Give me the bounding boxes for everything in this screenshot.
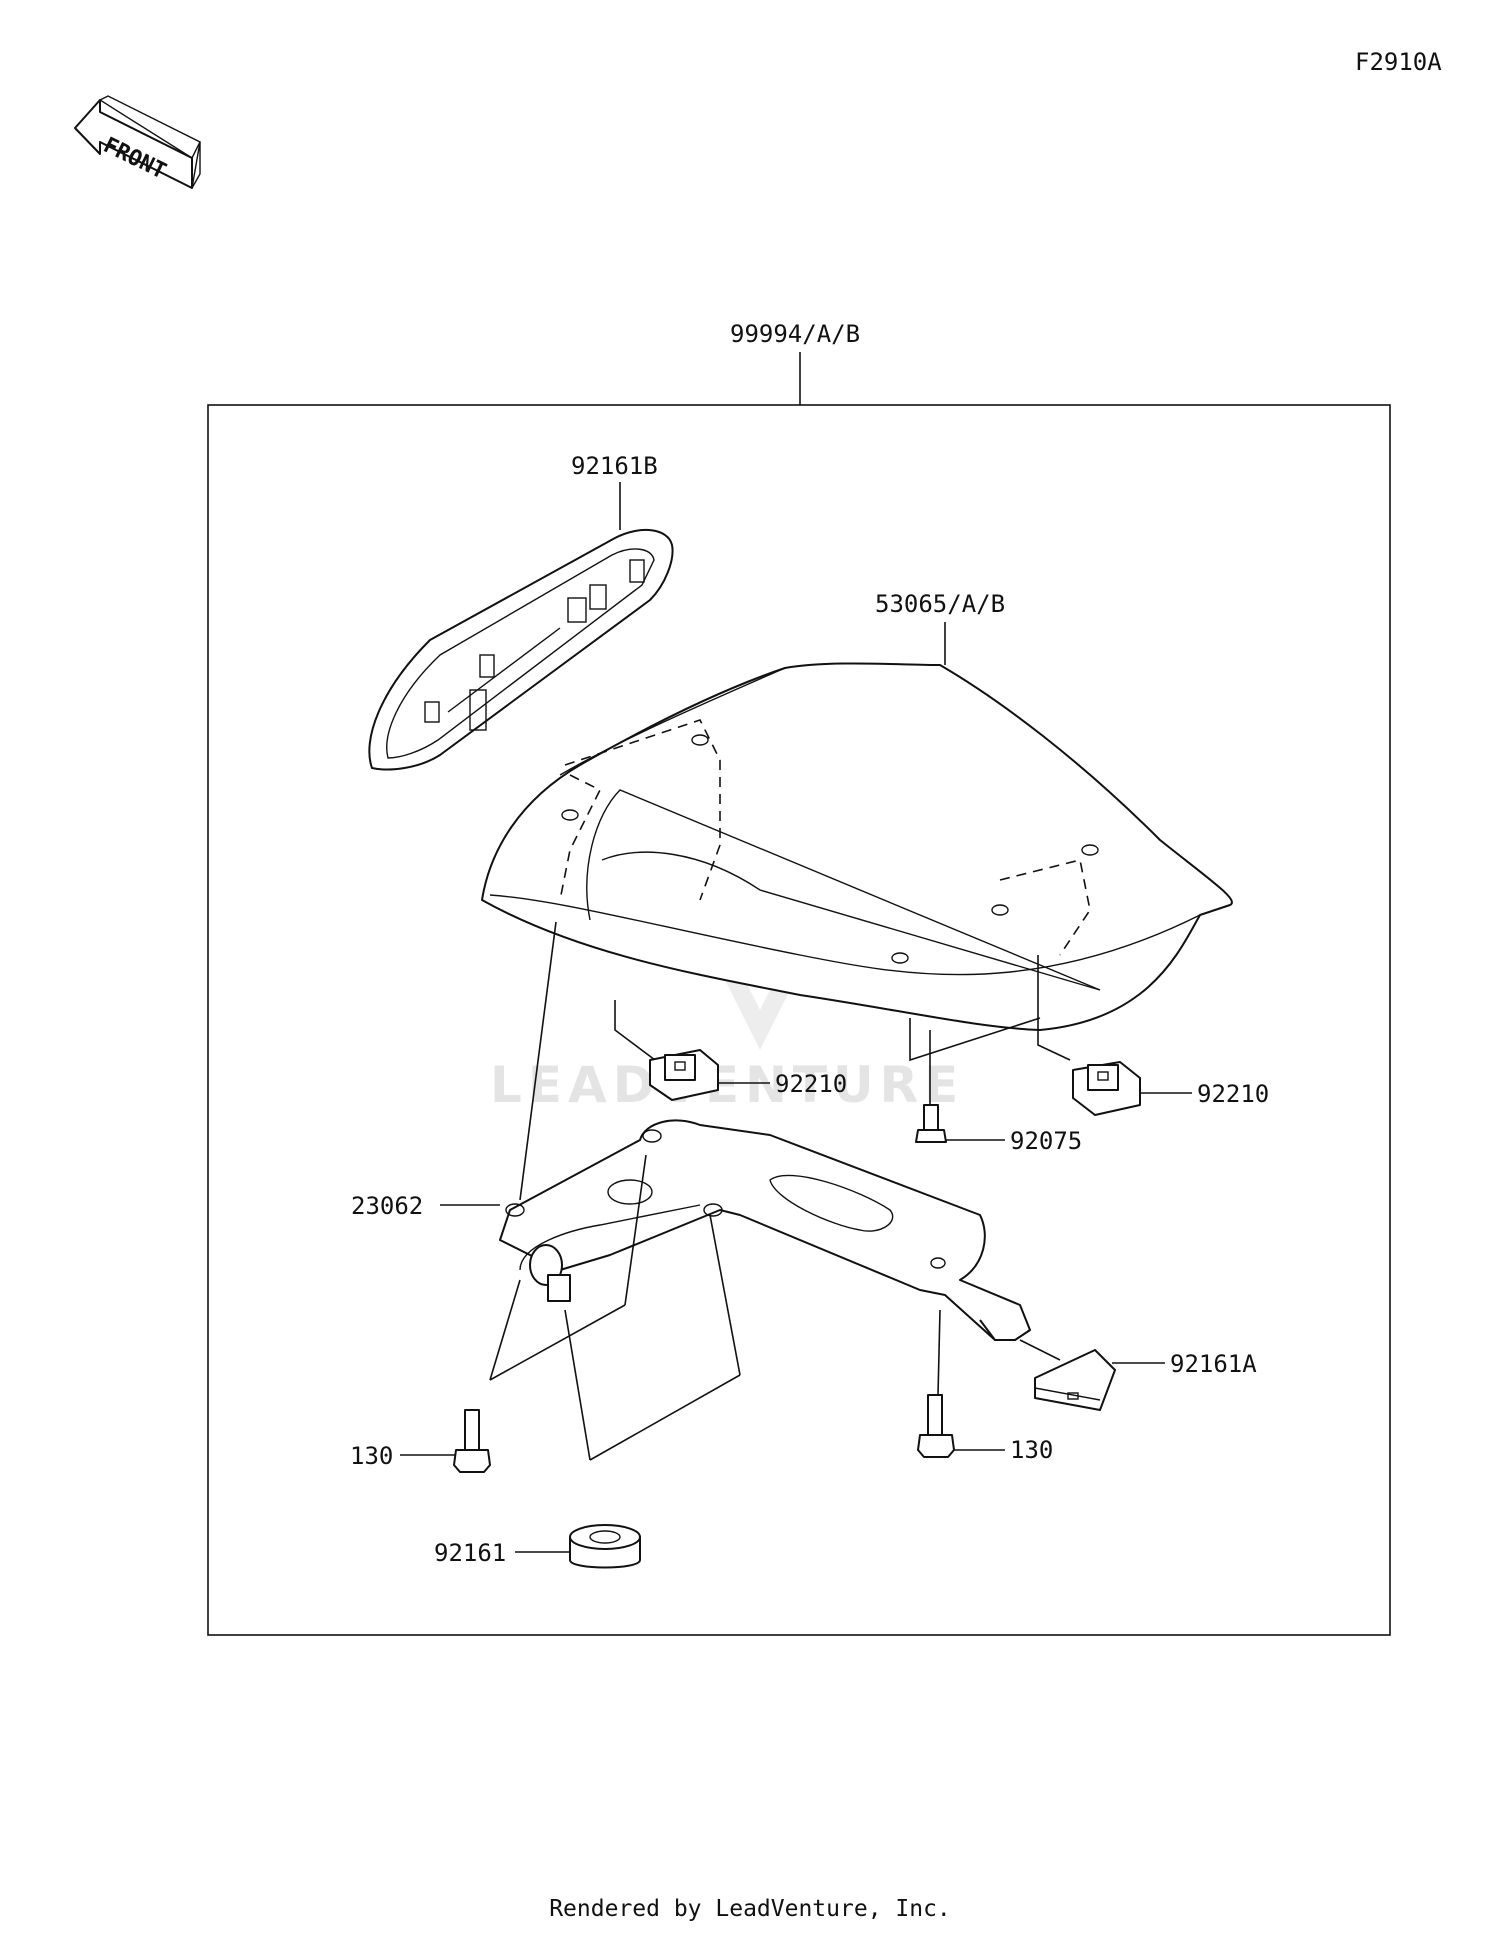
- pad-a-label: 92161A: [1170, 1350, 1257, 1378]
- assembly-frame: [207, 404, 1391, 1636]
- footer-credit: Rendered by LeadVenture, Inc.: [549, 1896, 951, 1922]
- figure-code: F2910A: [1355, 48, 1442, 76]
- damper-label: 92161: [434, 1539, 506, 1567]
- bolt-left-label: 130: [350, 1442, 393, 1470]
- seat-cover-part: [481, 662, 1233, 1031]
- seat-cover-label: 53065/A/B: [875, 590, 1005, 618]
- clip-left-part: [649, 1049, 719, 1101]
- clip-left-label: 92210: [775, 1070, 847, 1098]
- front-arrow-icon: FRONT: [74, 95, 201, 189]
- bolt-left-part: [453, 1409, 491, 1473]
- bolt-right-part: [917, 1309, 955, 1458]
- damper-part: [569, 1524, 641, 1569]
- pad-a-part: [1034, 1349, 1116, 1411]
- bracket-label: 23062: [351, 1192, 423, 1220]
- cover-pad-label: 92161B: [571, 452, 658, 480]
- svg-text:LEADVENTURE: LEADVENTURE: [490, 1056, 964, 1114]
- bolt-small-label: 92075: [1010, 1127, 1082, 1155]
- bracket-part: [499, 1119, 1031, 1341]
- clip-right-part: [1072, 1061, 1141, 1116]
- cover-pad-part: [368, 528, 674, 771]
- clip-right-label: 92210: [1197, 1080, 1269, 1108]
- bolt-small-part: [915, 1030, 947, 1143]
- bolt-right-label: 130: [1010, 1436, 1053, 1464]
- assembly-label: 99994/A/B: [730, 320, 860, 348]
